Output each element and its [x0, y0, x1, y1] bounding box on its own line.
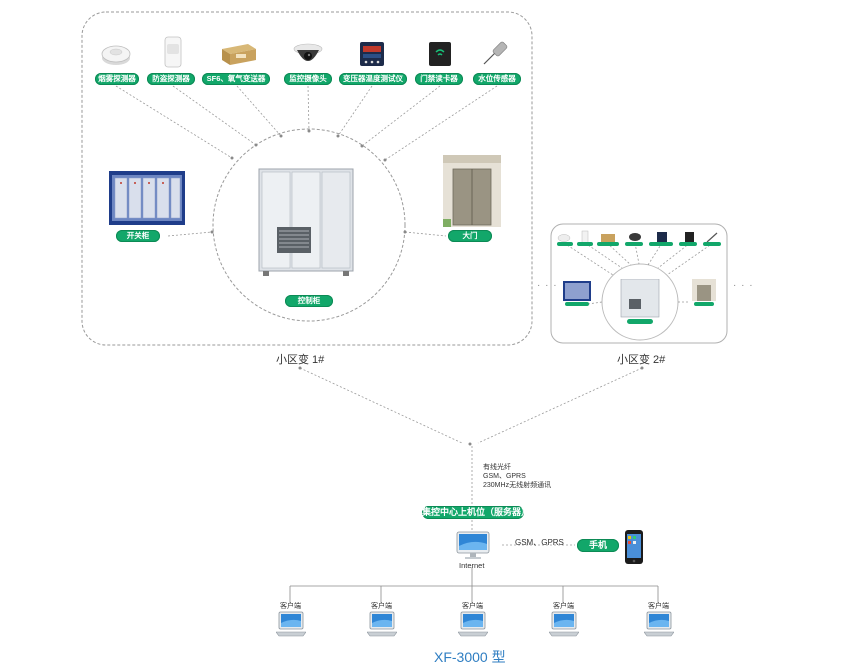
sensor-label-card-reader: 门禁读卡器: [415, 73, 463, 85]
comm-note-line3: 230MHz无线射频通讯: [483, 482, 552, 489]
dome-camera-icon: [293, 43, 323, 61]
area2-sensor-icons: [557, 230, 718, 244]
area2-sensor-labels: [557, 242, 721, 246]
client-laptop-icon-2: [367, 611, 397, 637]
sensor-label-smoke: 烟雾探测器: [95, 73, 139, 85]
gate-label: 大门: [448, 230, 492, 242]
server-label: 集控中心上机位（服务器）: [422, 506, 531, 519]
client-label-3: 客户端: [462, 603, 483, 610]
card-reader-icon: [429, 42, 451, 66]
phone-label: 手机: [577, 539, 619, 552]
temperature-meter-icon: [360, 42, 384, 66]
sensor-label-intrusion: 防盗探测器: [147, 73, 195, 85]
mobile-phone-icon: [625, 530, 643, 564]
area2-frame: [550, 223, 728, 344]
gate-icon: [443, 155, 501, 227]
switchgear-icon: [109, 171, 185, 225]
model-title: XF-3000 型: [434, 649, 506, 665]
sensor-label-temperature: 变压器温度测试仪: [339, 73, 407, 85]
sf6-transmitter-icon: [222, 44, 256, 65]
smoke-detector-icon: [101, 45, 131, 65]
switchgear-label: 开关柜: [116, 230, 160, 242]
control-cabinet-label: 控制柜: [285, 295, 333, 307]
water-sensor-icon: [483, 41, 508, 65]
client-laptop-icon-1: [276, 611, 306, 637]
client-laptop-icon-5: [644, 611, 674, 637]
area2-switchgear-icon: [563, 281, 591, 306]
motion-detector-icon: [164, 36, 182, 68]
ellipsis-left: · · ·: [537, 280, 558, 291]
client-label-2: 客户端: [371, 603, 392, 610]
client-laptop-icon-3: [458, 611, 488, 637]
phone-link-label: GSM、GPRS: [515, 538, 564, 547]
client-label-1: 客户端: [280, 603, 301, 610]
internet-label: Internet: [459, 561, 485, 570]
comm-note-line2: GSM、GPRS: [483, 473, 526, 480]
client-laptop-icon-4: [549, 611, 579, 637]
area2-gate-icon: [692, 279, 716, 306]
area2-control-cabinet-icon: [620, 279, 660, 324]
sensor-label-sf6: SF6、氧气变送器: [202, 73, 270, 85]
client-label-5: 客户端: [648, 603, 669, 610]
area1-frame: [81, 11, 533, 346]
control-cabinet-icon: [258, 168, 354, 276]
client-label-4: 客户端: [553, 603, 574, 610]
ellipsis-right: · · ·: [733, 280, 754, 291]
sensor-label-water: 水位传感器: [473, 73, 521, 85]
desktop-computer-icon: [456, 531, 490, 559]
comm-note-line1: 有线光纤: [483, 464, 511, 471]
area2-caption: 小区变 2#: [617, 354, 666, 366]
area1-caption: 小区变 1#: [276, 354, 325, 366]
sensor-label-camera: 监控摄像头: [284, 73, 332, 85]
